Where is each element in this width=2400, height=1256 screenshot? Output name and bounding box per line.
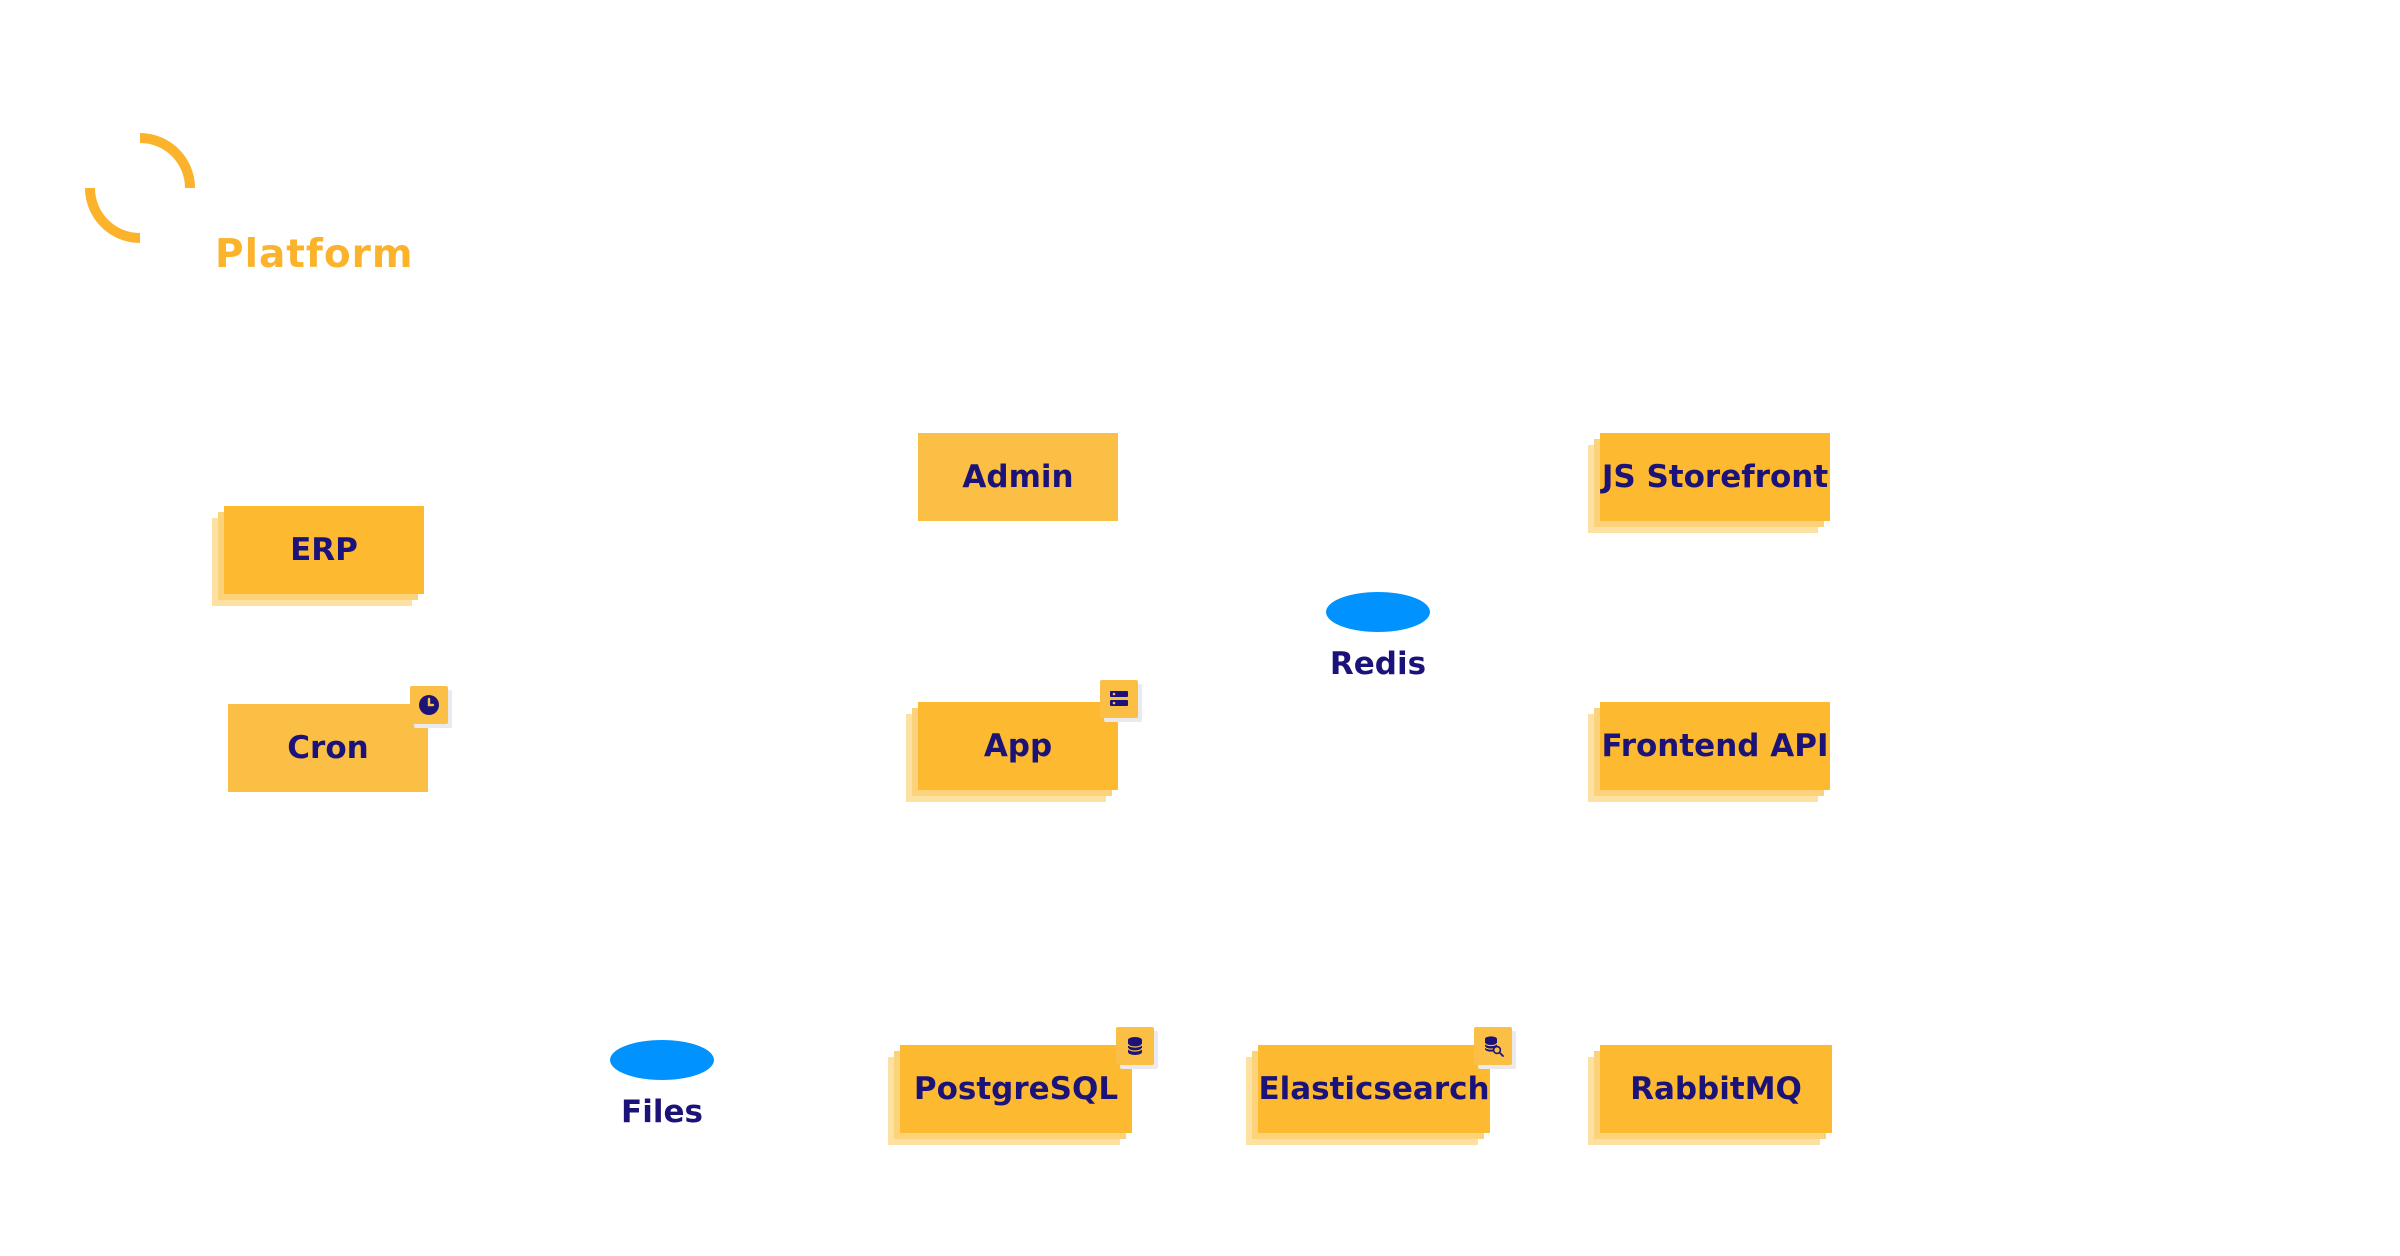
- platform-logo-icon: [85, 133, 195, 243]
- node-js-storefront-label: JS Storefront: [1600, 433, 1830, 521]
- node-erp[interactable]: ERP: [212, 506, 424, 606]
- node-frontend-api[interactable]: Frontend API: [1588, 702, 1830, 802]
- node-elasticsearch[interactable]: Elasticsearch: [1246, 1027, 1516, 1145]
- clock-icon: [410, 686, 452, 728]
- node-cron[interactable]: Cron: [228, 686, 452, 792]
- node-postgresql[interactable]: PostgreSQL: [888, 1027, 1158, 1145]
- node-erp-label: ERP: [224, 506, 424, 594]
- database-search-icon: [1474, 1027, 1516, 1069]
- brand-title: Platform: [215, 232, 414, 277]
- node-admin[interactable]: Admin: [918, 433, 1118, 521]
- server-icon: [1100, 680, 1142, 722]
- node-rabbitmq[interactable]: RabbitMQ: [1588, 1045, 1832, 1145]
- node-frontend-api-label: Frontend API: [1600, 702, 1830, 790]
- database-icon: [1116, 1027, 1158, 1069]
- redis-cylinder-icon: [1326, 592, 1430, 632]
- store-files-label: Files: [621, 1094, 703, 1130]
- node-elasticsearch-label: Elasticsearch: [1258, 1045, 1490, 1133]
- node-app[interactable]: App: [906, 680, 1142, 802]
- node-app-label: App: [918, 702, 1118, 790]
- store-redis-label: Redis: [1329, 646, 1427, 682]
- store-files[interactable]: Files: [592, 1040, 732, 1130]
- store-redis[interactable]: Redis: [1308, 592, 1448, 682]
- files-cylinder-icon: [610, 1040, 714, 1080]
- node-rabbitmq-label: RabbitMQ: [1600, 1045, 1832, 1133]
- node-admin-label: Admin: [918, 433, 1118, 521]
- node-postgresql-label: PostgreSQL: [900, 1045, 1132, 1133]
- node-js-storefront[interactable]: JS Storefront: [1588, 433, 1830, 533]
- node-cron-label: Cron: [228, 704, 428, 792]
